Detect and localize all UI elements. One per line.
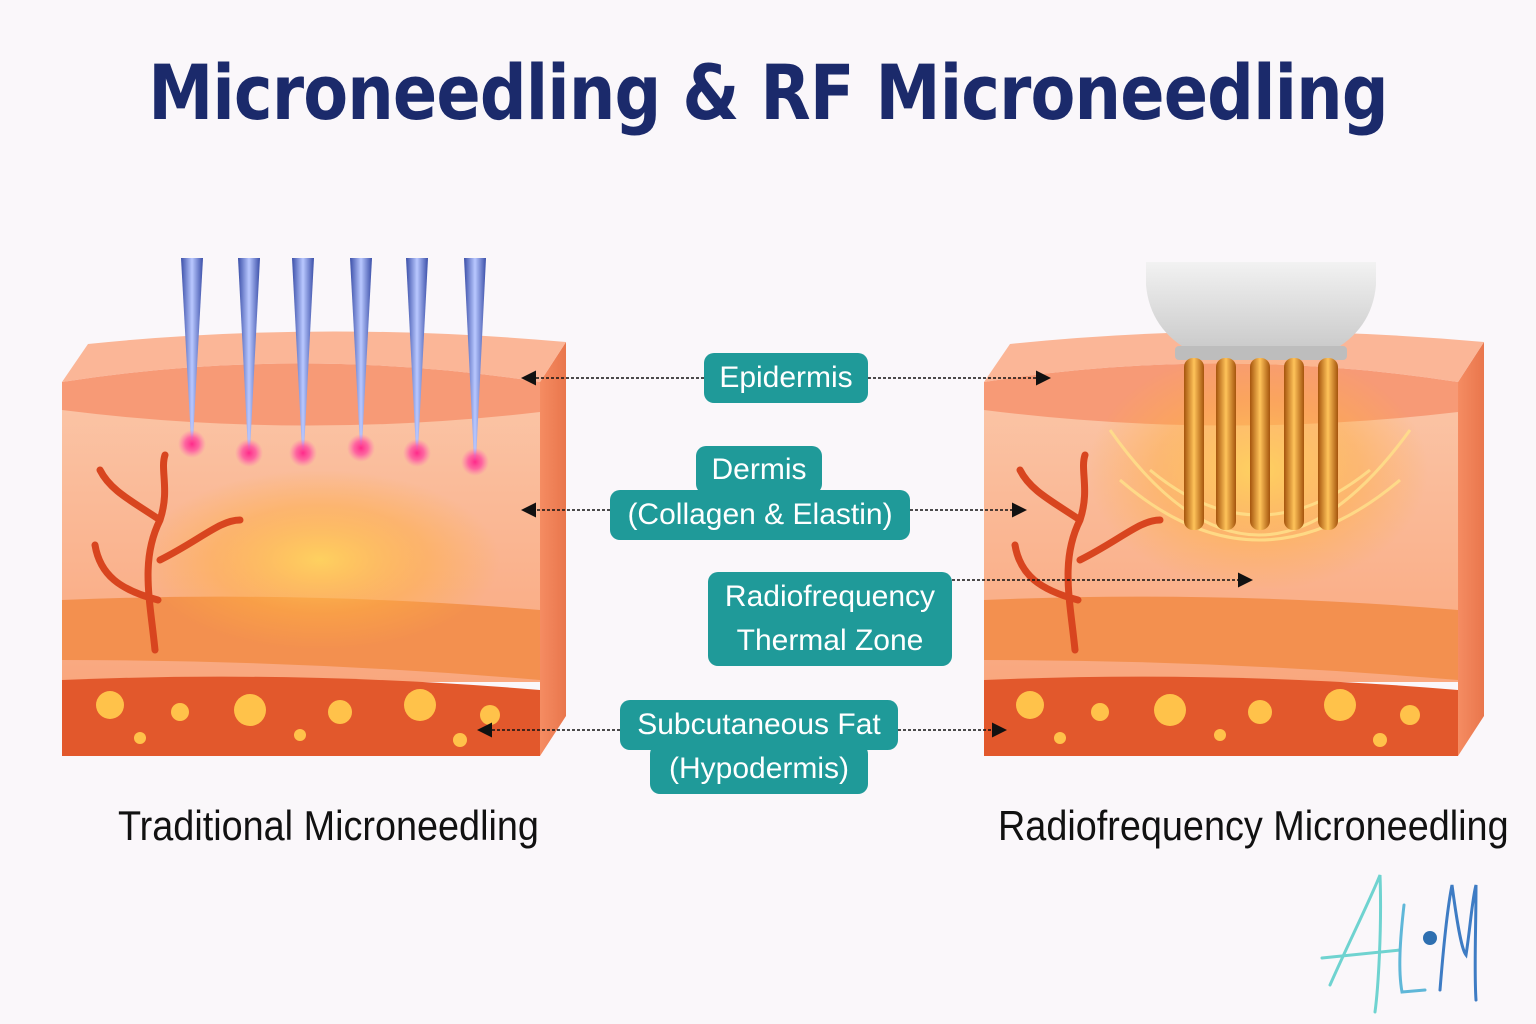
fat-sublabel: (Hypodermis)	[650, 744, 868, 794]
left-puncture-points	[178, 430, 489, 476]
epidermis-label: Epidermis	[704, 353, 868, 403]
fat-label: Subcutaneous Fat	[620, 700, 898, 750]
right-blood-vessel	[1011, 451, 1164, 654]
dermis-sublabel: (Collagen & Elastin)	[610, 490, 910, 540]
thermal-zone-label: Radiofrequency Thermal Zone	[708, 572, 952, 666]
left-skin-block	[62, 258, 566, 756]
thermal-label-line2: Thermal Zone	[736, 624, 924, 657]
thermal-label-line1: Radiofrequency	[724, 580, 936, 613]
caption-traditional: Traditional Microneedling	[118, 802, 539, 849]
page-title: Microneedling & RF Microneedling	[148, 48, 1388, 137]
caption-radiofrequency: Radiofrequency Microneedling	[998, 802, 1509, 849]
left-fat-globules	[96, 689, 500, 747]
alm-logo	[1320, 874, 1478, 1014]
right-fat-band	[984, 596, 1458, 680]
left-needles	[181, 258, 486, 460]
connector-arrows	[477, 370, 1253, 738]
right-fat-globules	[1016, 689, 1420, 747]
dermis-label-line1: Dermis	[711, 453, 807, 486]
left-hypodermis-layer	[62, 676, 540, 756]
left-heat-spot	[140, 470, 500, 650]
rf-handpiece-base	[1175, 346, 1347, 360]
left-blood-vessel	[91, 451, 244, 654]
dermis-label-line2: (Collagen & Elastin)	[627, 498, 893, 531]
left-block-side	[540, 342, 566, 756]
rf-handpiece-cap	[1146, 262, 1376, 352]
epidermis-label-text: Epidermis	[719, 361, 853, 394]
right-hypodermis-layer	[984, 676, 1458, 756]
rf-needles	[1184, 358, 1338, 530]
fat-label-line1: Subcutaneous Fat	[637, 708, 881, 741]
fat-label-line2: (Hypodermis)	[668, 752, 850, 785]
right-skin-block	[984, 262, 1484, 756]
dermis-label: Dermis	[696, 446, 822, 494]
right-block-side	[1458, 342, 1484, 756]
